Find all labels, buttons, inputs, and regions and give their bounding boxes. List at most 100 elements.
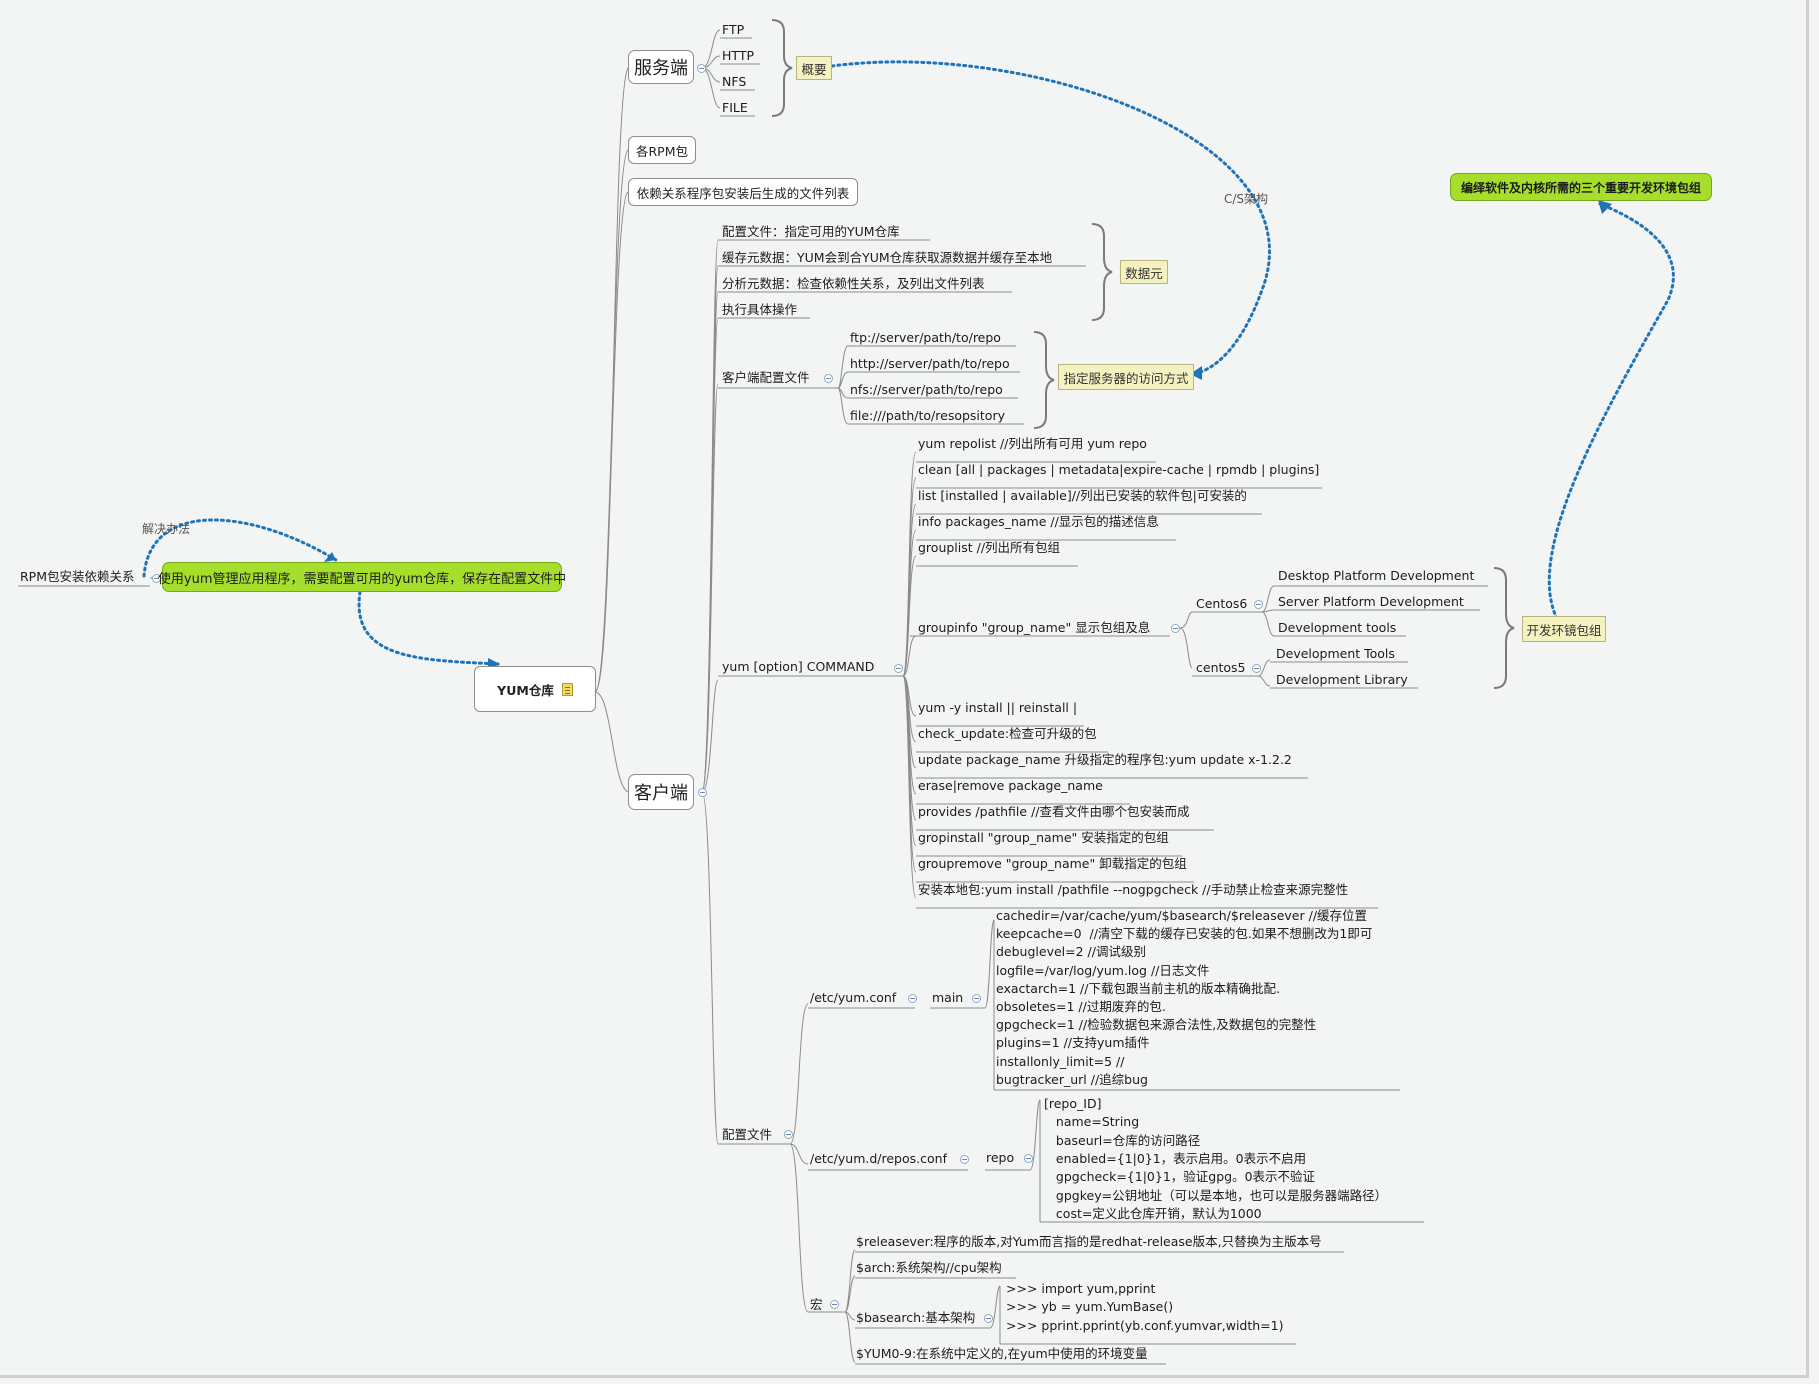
macro-item-arch[interactable]: $arch:系统架构//cpu架构 [856, 1260, 1002, 1275]
command-item[interactable]: grouplist //列出所有包组 [918, 540, 1061, 555]
server-summary[interactable]: 概要 [796, 56, 832, 80]
solution-topic[interactable]: 使用yum管理应用程序，需要配置可用的yum仓库，保存在配置文件中 [158, 562, 566, 592]
main-section-topic[interactable]: main [932, 990, 964, 1005]
main-collapse-toggle[interactable] [972, 994, 981, 1003]
client-collapse-toggle[interactable] [698, 788, 707, 797]
client-topic[interactable]: 客户端 [628, 774, 694, 810]
macro-collapse-toggle[interactable] [830, 1300, 839, 1309]
command-item[interactable]: yum -y install || reinstall | [918, 700, 1078, 715]
package-group-item[interactable]: Development Library [1276, 672, 1408, 687]
config-collapse-toggle[interactable] [784, 1130, 793, 1139]
server-topic[interactable]: 服务端 [628, 50, 694, 84]
centos6-collapse-toggle[interactable] [1254, 600, 1263, 609]
config-line: baseurl=仓库的访问路径 [1044, 1132, 1201, 1148]
repo-url-item[interactable]: file:///path/to/resopsitory [850, 408, 1005, 423]
command-item[interactable]: provides /pathfile //查看文件由哪个包安装而成 [918, 804, 1190, 819]
macro-item-releasever[interactable]: $releasever:程序的版本,对Yum而言指的是redhat-releas… [856, 1234, 1322, 1249]
server-item-http[interactable]: HTTP [722, 48, 754, 63]
rpm-packages-topic[interactable]: 各RPM包 [628, 136, 696, 164]
config-line: bugtracker_url //追综bug [996, 1071, 1148, 1087]
dependency-files-topic[interactable]: 依赖关系程序包安装后生成的文件列表 [628, 178, 858, 206]
dependency-files-label: 依赖关系程序包安装后生成的文件列表 [636, 185, 850, 201]
metadata-summary[interactable]: 数据元 [1120, 260, 1168, 284]
repo-url-item[interactable]: nfs://server/path/to/repo [850, 382, 1003, 397]
metadata-item[interactable]: 执行具体操作 [722, 302, 798, 317]
server-item-nfs[interactable]: NFS [722, 74, 747, 89]
macro-topic[interactable]: 宏 [810, 1297, 823, 1312]
server-summary-label: 概要 [801, 61, 827, 77]
command-topic[interactable]: yum [option] COMMAND [722, 659, 875, 674]
problem-topic[interactable]: RPM包安装依赖关系 [20, 569, 135, 584]
repo-collapse-toggle[interactable] [1024, 1154, 1033, 1163]
command-collapse-toggle[interactable] [894, 664, 903, 673]
config-line: cost=定义此仓库开销，默认为1000 [1044, 1205, 1262, 1221]
package-group-item[interactable]: Development tools [1278, 620, 1397, 635]
yum-conf-collapse-toggle[interactable] [908, 994, 917, 1003]
config-line: installonly_limit=5 // [996, 1053, 1125, 1069]
server-collapse-toggle[interactable] [697, 64, 706, 73]
yum-conf-topic[interactable]: /etc/yum.conf [810, 990, 897, 1005]
solution-link-label: 解决办法 [142, 522, 191, 536]
config-line: debuglevel=2 //调试级别 [996, 944, 1146, 960]
config-line: gpgcheck=1 //检验数据包来源合法性,及数据包的完整性 [996, 1017, 1317, 1033]
command-item[interactable]: erase|remove package_name [918, 778, 1103, 793]
repo-url-item[interactable]: http://server/path/to/repo [850, 356, 1010, 371]
centos5-topic[interactable]: centos5 [1196, 660, 1246, 675]
centos6-topic[interactable]: Centos6 [1196, 596, 1248, 611]
command-item[interactable]: list [installed | available]//列出已安装的软件包|… [918, 488, 1247, 503]
command-item[interactable]: update package_name 升级指定的程序包:yum update … [918, 752, 1292, 767]
command-item[interactable]: info packages_name //显示包的描述信息 [918, 514, 1159, 529]
metadata-item[interactable]: 配置文件：指定可用的YUM仓库 [722, 224, 900, 239]
config-line: obsoletes=1 //过期废弃的包. [996, 999, 1166, 1014]
repo-url-item[interactable]: ftp://server/path/to/repo [850, 330, 1001, 345]
root-topic[interactable]: YUM仓库 [474, 666, 596, 712]
client-conf-summary-label: 指定服务器的访问方式 [1063, 370, 1189, 386]
client-conf-topic[interactable]: 客户端配置文件 [722, 370, 810, 385]
package-group-item[interactable]: Server Platform Development [1278, 594, 1464, 609]
dev-packages-topic[interactable]: 编绎软件及内核所需的三个重要开发环境包组 [1450, 173, 1712, 201]
server-item-file[interactable]: FILE [722, 100, 748, 115]
config-line: enabled={1|0}1，表示启用。0表示不启用 [1044, 1150, 1307, 1166]
macro-item-yum09[interactable]: $YUM0-9:在系统中定义的,在yum中使用的环境变量 [856, 1346, 1148, 1361]
config-topic[interactable]: 配置文件 [722, 1127, 773, 1142]
server-topic-label: 服务端 [634, 58, 688, 79]
command-item[interactable]: groupremove "group_name" 卸载指定的包组 [918, 856, 1187, 871]
command-item[interactable]: check_update:检查可升级的包 [918, 726, 1097, 741]
config-line: gpgkey=公钥地址（可以是本地，也可以是服务器端路径） [1044, 1187, 1388, 1203]
metadata-item[interactable]: 分析元数据：检查依赖性关系，及列出文件列表 [722, 276, 985, 291]
repos-conf-topic[interactable]: /etc/yum.d/repos.conf [810, 1151, 947, 1166]
metadata-summary-label: 数据元 [1125, 265, 1163, 281]
config-line: keepcache=0 //清空下载的缓存已安装的包.如果不想删改为1即可 [996, 926, 1373, 942]
config-line: logfile=/var/log/yum.log //日志文件 [996, 962, 1210, 978]
package-group-item[interactable]: Desktop Platform Development [1278, 568, 1475, 583]
repos-conf-collapse-toggle[interactable] [960, 1155, 969, 1164]
basearch-collapse-toggle[interactable] [984, 1314, 993, 1323]
groupinfo-summary[interactable]: 开发环镜包组 [1522, 616, 1606, 642]
client-topic-label: 客户端 [634, 783, 688, 804]
package-group-item[interactable]: Development Tools [1276, 646, 1395, 661]
macro-item-basearch[interactable]: $basearch:基本架构 [856, 1310, 976, 1325]
solution-topic-label: 使用yum管理应用程序，需要配置可用的yum仓库，保存在配置文件中 [157, 571, 567, 587]
config-line: name=String [1044, 1114, 1140, 1130]
note-icon[interactable] [561, 682, 573, 696]
config-line: plugins=1 //支持yum插件 [996, 1035, 1150, 1051]
root-topic-label: YUM仓库 [497, 682, 554, 698]
repo-section-topic[interactable]: repo [986, 1150, 1015, 1165]
groupinfo-summary-label: 开发环镜包组 [1526, 622, 1602, 638]
server-item-ftp[interactable]: FTP [722, 22, 745, 37]
dev-packages-label: 编绎软件及内核所需的三个重要开发环境包组 [1460, 180, 1701, 195]
problem-collapse-toggle[interactable] [152, 574, 161, 583]
client-conf-summary[interactable]: 指定服务器的访问方式 [1058, 364, 1194, 390]
command-item[interactable]: 安装本地包:yum install /pathfile --nogpgcheck… [918, 882, 1349, 897]
command-item[interactable]: yum repolist //列出所有可用 yum repo [918, 436, 1147, 451]
centos5-collapse-toggle[interactable] [1252, 664, 1261, 673]
config-line: cachedir=/var/cache/yum/$basearch/$relea… [996, 908, 1368, 923]
metadata-item[interactable]: 缓存元数据：YUM会到合YUM仓库获取源数据并缓存至本地 [722, 250, 1053, 265]
groupinfo-collapse-toggle[interactable] [1171, 624, 1180, 633]
command-item[interactable]: gropinstall "group_name" 安装指定的包组 [918, 830, 1169, 845]
client-conf-collapse-toggle[interactable] [824, 374, 833, 383]
config-line: >>> pprint.pprint(yb.conf.yumvar,width=1… [1006, 1317, 1284, 1333]
groupinfo-topic[interactable]: groupinfo "group_name" 显示包组及息 [918, 620, 1151, 635]
command-item[interactable]: clean [all | packages | metadata|expire-… [918, 462, 1320, 477]
